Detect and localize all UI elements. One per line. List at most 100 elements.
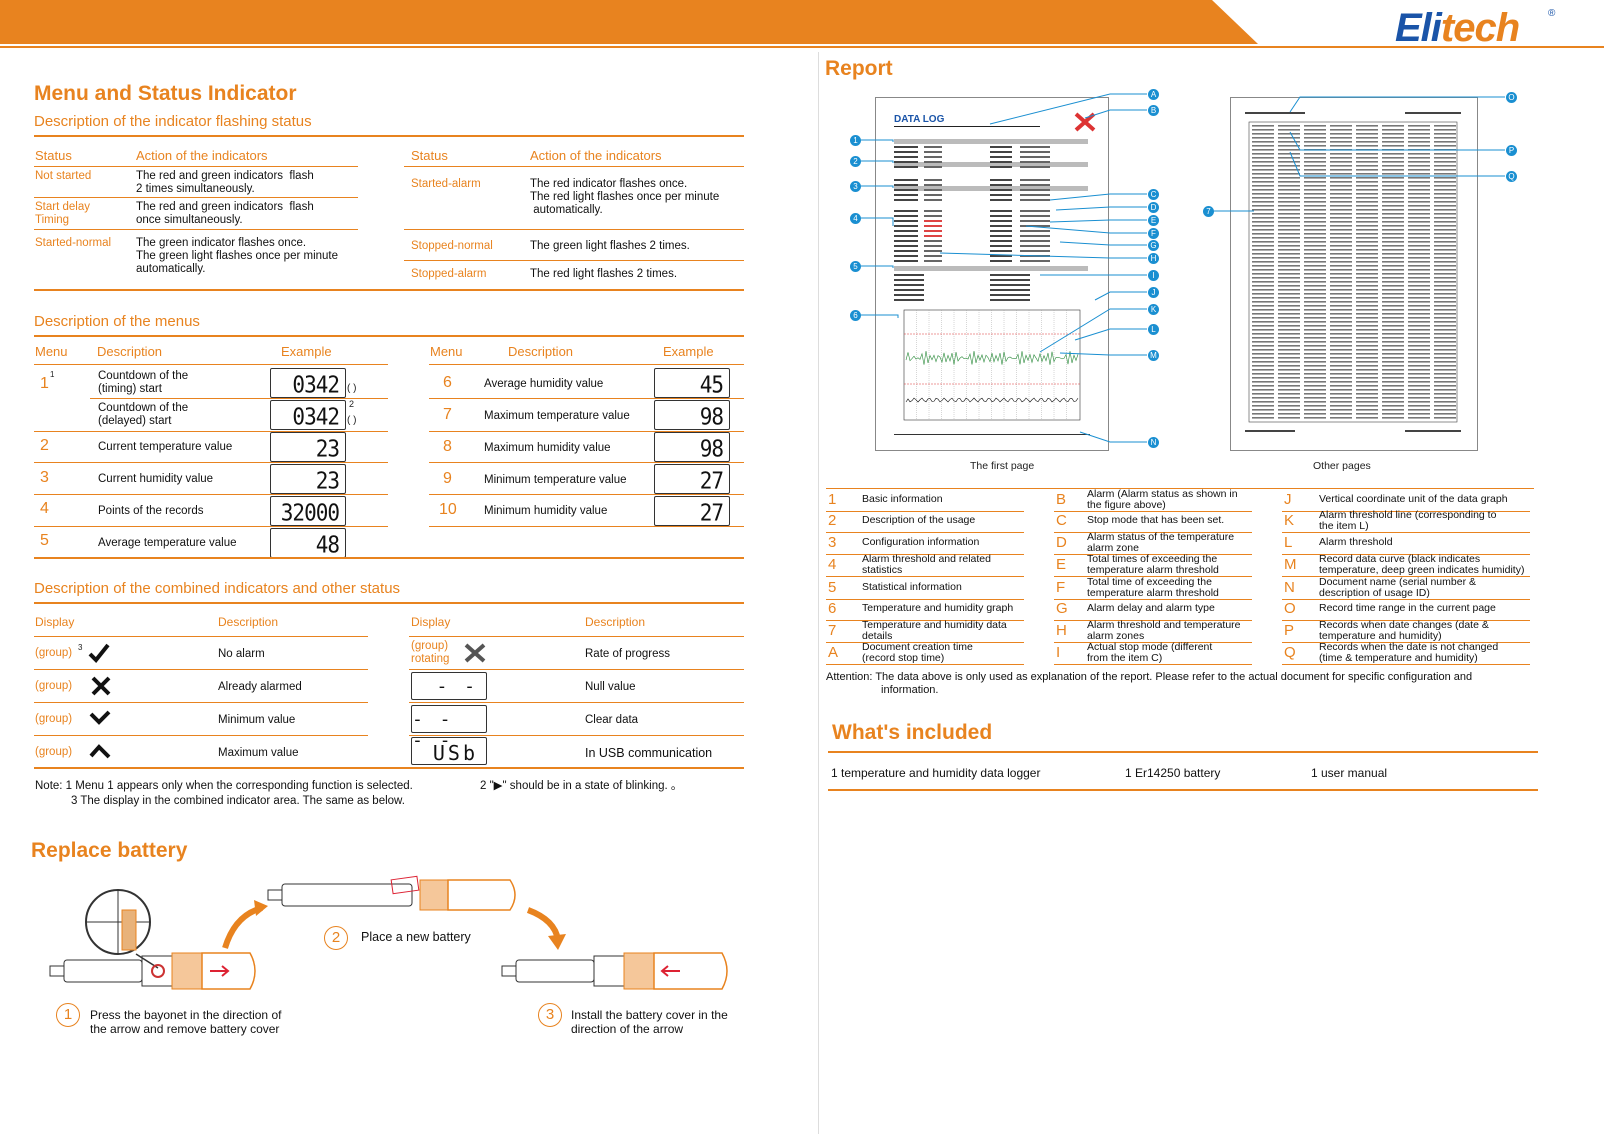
legend-rule bbox=[1054, 664, 1252, 665]
legend-key: C bbox=[1056, 512, 1067, 529]
page-header: Elitech ® bbox=[0, 0, 1604, 50]
section-title-battery: Replace battery bbox=[31, 839, 188, 862]
legend-key: D bbox=[1056, 534, 1067, 551]
other-pages-label: Other pages bbox=[1313, 460, 1371, 472]
legend-text: Total time of exceeding the temperature … bbox=[1087, 576, 1219, 599]
legend-rule bbox=[1054, 599, 1252, 600]
footnote-mark: 1 bbox=[50, 370, 55, 379]
legend-text: Stop mode that has been set. bbox=[1087, 514, 1225, 526]
menu-desc: Maximum temperature value bbox=[484, 410, 630, 422]
col-status: Status bbox=[411, 148, 448, 163]
other-pages-doc bbox=[1230, 97, 1478, 451]
menu-desc: Average humidity value bbox=[484, 378, 604, 390]
menu-desc: Current humidity value bbox=[98, 473, 214, 485]
doc-title: DATA LOG bbox=[894, 114, 945, 125]
note-3: 3 The display in the combined indicator … bbox=[71, 795, 405, 807]
callout-P: P bbox=[1506, 145, 1517, 156]
legend-rule bbox=[1282, 576, 1530, 577]
legend-rule bbox=[1282, 554, 1530, 555]
legend-text: Statistical information bbox=[862, 581, 962, 593]
legend-key: J bbox=[1284, 491, 1292, 508]
attention-note: Attention: The data above is only used a… bbox=[826, 671, 1473, 696]
callout-L: L bbox=[1148, 324, 1159, 335]
legend-key: 5 bbox=[828, 579, 837, 596]
legend-text: Alarm threshold bbox=[1319, 536, 1393, 548]
menu-desc: Minimum temperature value bbox=[484, 474, 627, 486]
legend-key: P bbox=[1284, 622, 1295, 639]
legend-rule bbox=[1054, 620, 1252, 621]
step-number: 3 bbox=[538, 1003, 562, 1027]
battery-illustration bbox=[49, 875, 728, 990]
lcd-example: 32000 bbox=[270, 496, 346, 526]
legend-text: Alarm threshold and temperature alarm zo… bbox=[1087, 619, 1241, 642]
lcd-example: 23 bbox=[270, 432, 346, 462]
legend-rule bbox=[1282, 599, 1530, 600]
col-status: Status bbox=[35, 148, 72, 163]
legend-text: Alarm threshold line (corresponding to t… bbox=[1319, 509, 1497, 532]
menu-desc: Average temperature value bbox=[98, 537, 237, 549]
legend-key: G bbox=[1056, 600, 1068, 617]
rule bbox=[34, 135, 744, 137]
callout-C: C bbox=[1148, 189, 1159, 200]
legend-text: Records when date changes (date & temper… bbox=[1319, 619, 1489, 642]
legend-text: Vertical coordinate unit of the data gra… bbox=[1319, 493, 1508, 505]
menu-desc: Points of the records bbox=[98, 505, 204, 517]
note-2: 2 "▶" should be in a state of blinking. … bbox=[480, 780, 683, 792]
action-cell: The red light flashes 2 times. bbox=[530, 268, 678, 280]
first-page-doc: DATA LOG bbox=[875, 97, 1109, 451]
lcd-example: 0342 bbox=[270, 400, 346, 430]
lcd-example: 27 bbox=[654, 464, 730, 494]
legend-rule bbox=[826, 599, 1024, 600]
clear-display: - - - - bbox=[411, 705, 487, 751]
legend-rule bbox=[1282, 642, 1530, 643]
legend-text: Record time range in the current page bbox=[1319, 602, 1496, 614]
legend-rule bbox=[826, 511, 1024, 512]
menu-number: 1 bbox=[40, 375, 49, 392]
included-item: 1 temperature and humidity data logger bbox=[831, 766, 1041, 780]
included-item: 1 user manual bbox=[1311, 766, 1388, 780]
legend-key: I bbox=[1056, 644, 1061, 661]
first-page-label: The first page bbox=[970, 460, 1035, 472]
menu-number: 4 bbox=[40, 500, 49, 517]
callout-3: 3 bbox=[850, 181, 861, 192]
callout-E: E bbox=[1148, 215, 1159, 226]
callout-F: F bbox=[1148, 228, 1159, 239]
legend-rule bbox=[1054, 554, 1252, 555]
legend-rule bbox=[826, 620, 1024, 621]
usb-display: USb bbox=[411, 737, 487, 765]
legend-text: Document creation time (record stop time… bbox=[862, 641, 973, 664]
legend-key: K bbox=[1284, 512, 1295, 529]
legend-rule bbox=[826, 664, 1024, 665]
rotating-icon bbox=[464, 643, 486, 663]
legend-text: Actual stop mode (different from the ite… bbox=[1087, 641, 1213, 664]
callout-K: K bbox=[1148, 304, 1159, 315]
callout-M: M bbox=[1148, 350, 1159, 361]
legend-key: 4 bbox=[828, 556, 837, 573]
legend-rule bbox=[1054, 576, 1252, 577]
cross-icon bbox=[91, 676, 111, 696]
callout-2: 2 bbox=[850, 156, 861, 167]
legend-key: F bbox=[1056, 579, 1066, 596]
doc-content bbox=[894, 139, 1090, 435]
menu-number: 7 bbox=[443, 406, 452, 423]
header-orange-bar bbox=[0, 0, 1258, 44]
lcd-example: 98 bbox=[654, 400, 730, 430]
legend-rule bbox=[1282, 620, 1530, 621]
status-cell: Stopped-normal bbox=[411, 240, 493, 252]
section-title-included: What's included bbox=[832, 721, 993, 744]
callout-I: I bbox=[1148, 270, 1159, 281]
legend-text: Temperature and humidity graph bbox=[862, 602, 1014, 614]
callout-N: N bbox=[1148, 437, 1159, 448]
callout-B: B bbox=[1148, 105, 1159, 116]
legend-rule bbox=[1282, 511, 1530, 512]
callout-6: 6 bbox=[850, 310, 861, 321]
legend-rule bbox=[1282, 532, 1530, 533]
menu-number: 8 bbox=[443, 438, 452, 455]
legend-text: Temperature and humidity data details bbox=[862, 619, 1007, 642]
col-action: Action of the indicators bbox=[530, 148, 662, 163]
legend-text: Records when the date is not changed (ti… bbox=[1319, 641, 1499, 664]
status-cell: Start delay Timing bbox=[35, 201, 90, 226]
callout-1: 1 bbox=[850, 135, 861, 146]
legend-key: E bbox=[1056, 556, 1067, 573]
brand-logo: Elitech bbox=[1395, 6, 1520, 50]
